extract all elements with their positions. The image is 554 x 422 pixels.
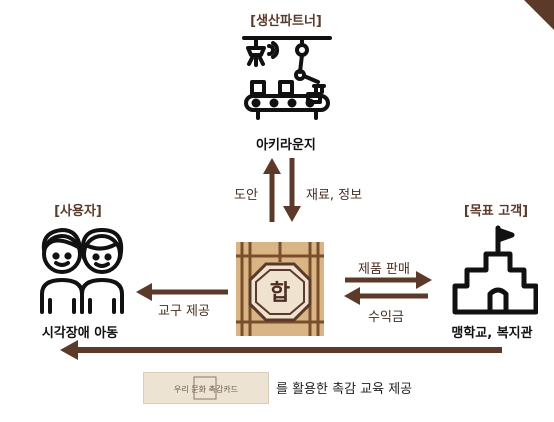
tactile-tile-image: 합 <box>236 242 324 336</box>
flow-label-tool-supply: 교구 제공 <box>158 304 210 319</box>
flow-label-design: 도안 <box>234 188 258 203</box>
tactile-tile-icon: 합 <box>236 242 324 336</box>
flow-label-materials: 재료, 정보 <box>306 188 363 203</box>
tile-glyph: 합 <box>270 280 290 306</box>
producer-bracket-label: [생산파트너] <box>250 14 322 29</box>
strip-label: 우리 문화 촉감카드 <box>174 384 238 394</box>
children-icon <box>40 228 124 314</box>
corner-decoration <box>524 0 554 30</box>
flow-label-revenue: 수익금 <box>368 310 404 325</box>
factory-robot-icon <box>242 36 332 120</box>
target-name: 맹학교, 복지관 <box>451 326 533 341</box>
school-building-icon <box>452 225 538 315</box>
caption-text: 를 활용한 촉감 교육 제공 <box>276 382 413 397</box>
flow-label-sales: 제품 판매 <box>358 262 410 277</box>
user-bracket-label: [사용자] <box>54 204 102 219</box>
user-name: 시각장애 아동 <box>41 326 119 341</box>
tactile-card-strip: 우리 문화 촉감카드 <box>143 372 269 404</box>
producer-name: 아키라운지 <box>256 138 316 153</box>
target-bracket-label: [목표 고객] <box>463 204 529 219</box>
